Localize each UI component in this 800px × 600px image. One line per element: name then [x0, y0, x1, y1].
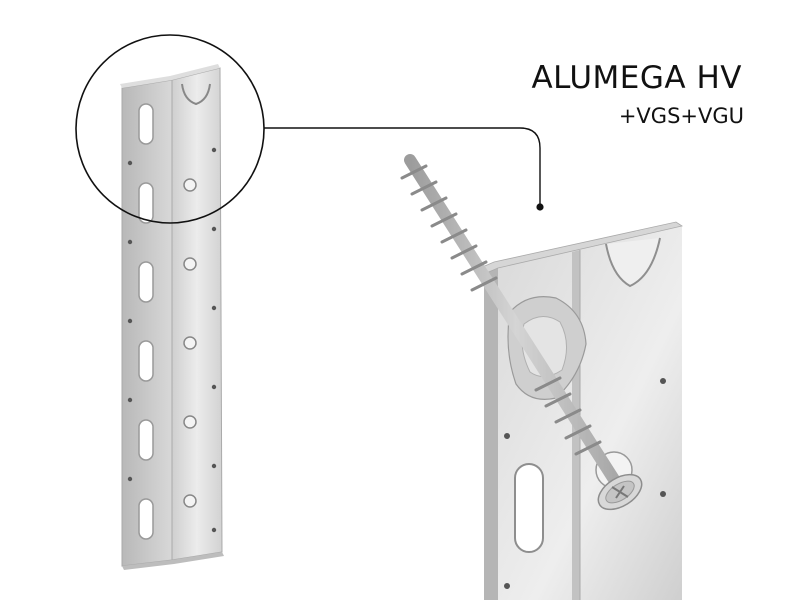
product-title: ALUMEGA HV [531, 60, 742, 96]
leader-line [264, 127, 544, 211]
bracket-closeup [479, 221, 683, 600]
round-holes [183, 178, 197, 508]
bracket-full-view [120, 64, 224, 570]
slot-holes [138, 103, 154, 540]
washer-vgu [507, 296, 587, 400]
small-holes [127, 147, 217, 533]
detail-magnifier-circle [75, 34, 265, 224]
product-subtitle: +VGS+VGU [618, 104, 744, 128]
screw-vgs [400, 154, 643, 511]
